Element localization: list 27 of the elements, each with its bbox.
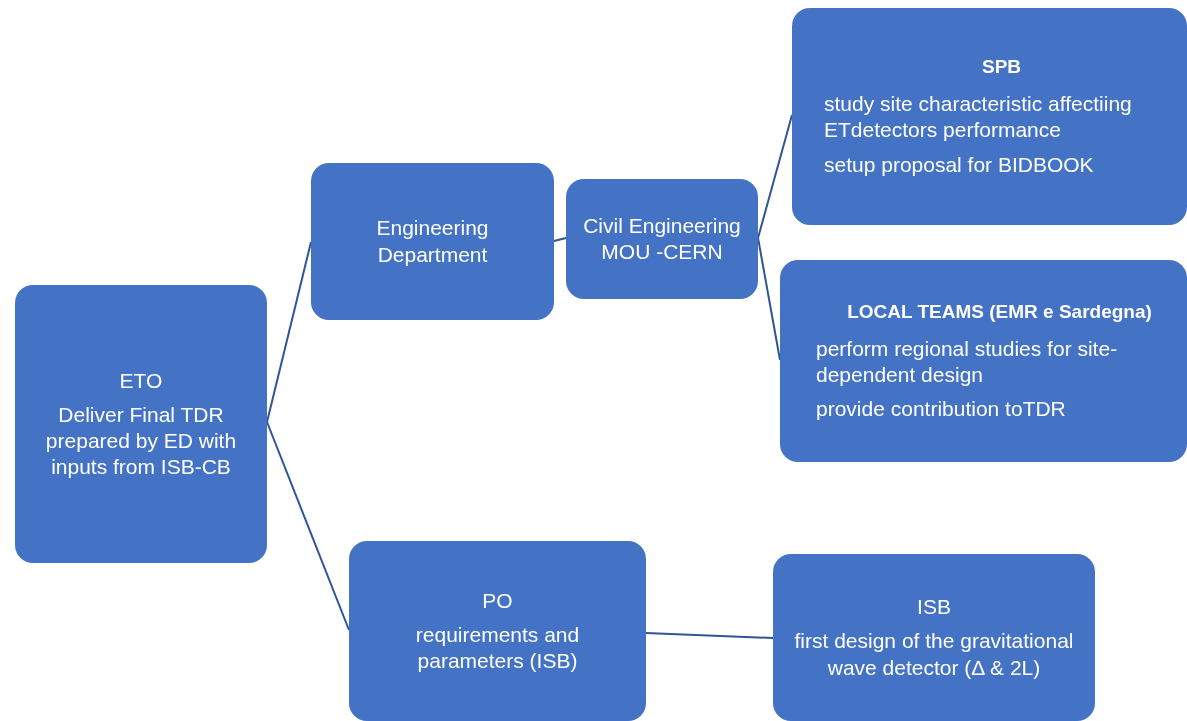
box-heading: SPB	[981, 55, 1022, 79]
connector-line	[757, 237, 781, 361]
connector-line	[553, 237, 567, 242]
box-text: Engineering Department	[375, 215, 490, 268]
box-text: Civil Engineering MOU -CERN	[582, 212, 742, 265]
process-box	[349, 541, 646, 721]
process-box	[15, 285, 267, 563]
box-text: setup proposal for BIDBOOK	[824, 151, 1094, 178]
box-text: perform regional studies for site-dependent design	[816, 335, 1119, 388]
connector-line	[757, 114, 793, 239]
box-heading: LOCAL TEAMS (EMR e Sardegna)	[847, 299, 1152, 324]
process-box	[780, 260, 1187, 462]
process-box	[311, 163, 554, 320]
process-box	[566, 179, 758, 299]
process-box	[792, 8, 1187, 225]
box-text: Deliver Final TDR prepared by ED with inputs from ISB-CB	[44, 401, 238, 481]
connector-line	[266, 241, 312, 423]
box-text: first design of the gravitational wave detector (Δ & 2L)	[793, 628, 1075, 681]
connector-line	[645, 632, 774, 639]
box-text: PO	[482, 587, 513, 614]
process-box	[773, 554, 1095, 721]
box-text: study site characteristic affectiing ETdetectors performance	[824, 91, 1133, 144]
box-text: ETO	[119, 367, 163, 394]
box-text: ISB	[917, 594, 951, 621]
connector-line	[266, 421, 350, 631]
box-text: provide contribution toTDR	[816, 396, 1066, 422]
box-text: requirements and parameters (ISB)	[414, 621, 581, 675]
